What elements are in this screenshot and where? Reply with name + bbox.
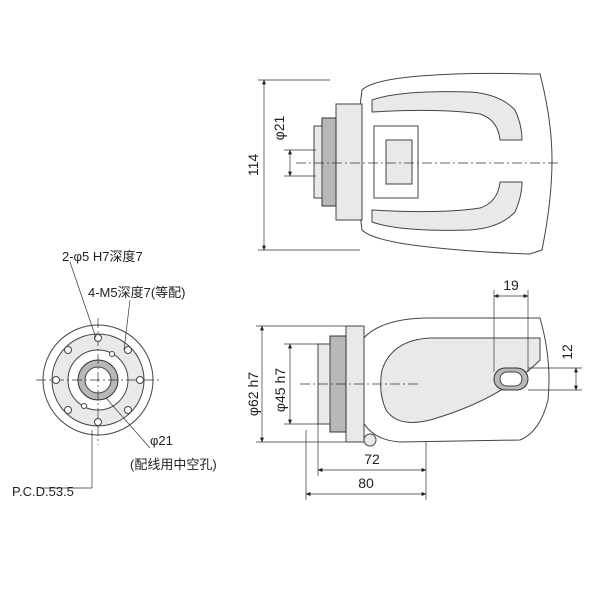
bolt-hole: [81, 403, 87, 409]
bore-label: φ21: [150, 433, 173, 448]
side-view-slot-inner: [499, 371, 523, 387]
leader-bore: [105, 397, 151, 449]
bolt-hole: [109, 351, 115, 357]
bolt-hole: [64, 406, 72, 414]
side-view-bottom-hub: [363, 433, 377, 447]
bolt-hole: [52, 376, 60, 384]
pcd-label: P.C.D.53.5: [12, 484, 74, 499]
leader-tapped-holes: [123, 299, 131, 351]
bolt-hole: [124, 346, 132, 354]
top-view-flange-1: [335, 103, 363, 221]
bore-note: (配线用中空孔): [130, 457, 217, 472]
dim-12-text: 12: [559, 344, 575, 360]
top-view-flange-2: [321, 117, 337, 207]
top-view: 114 φ21: [245, 72, 560, 255]
front-view: 2-φ5 H7深度7 4-M5深度7(等配) φ21 (配线用中空孔) P.C.…: [12, 249, 217, 499]
dim-bore-top-text: φ21: [271, 115, 287, 140]
top-view-flange-3: [313, 125, 323, 199]
bolt-hole: [94, 334, 102, 342]
top-view-fork-upper: [371, 91, 523, 141]
pin-holes-label: 2-φ5 H7深度7: [62, 249, 143, 264]
side-view-arm: [380, 337, 541, 423]
bolt-hole: [124, 406, 132, 414]
bolt-hole: [64, 346, 72, 354]
dim-72-text: 72: [364, 451, 380, 467]
dim-114-text: 114: [245, 154, 261, 177]
dim-flange-text: φ62 h7: [245, 372, 261, 416]
top-view-inner-core: [385, 139, 413, 185]
tapped-holes-label: 4-M5深度7(等配): [88, 285, 186, 300]
bolt-hole: [94, 418, 102, 426]
dim-spigot-text: φ45 h7: [272, 368, 288, 412]
top-view-fork-lower: [371, 181, 523, 231]
leader-pin-holes: [69, 261, 97, 339]
bolt-hole: [136, 376, 144, 384]
dim-19-text: 19: [503, 277, 519, 293]
dim-80-text: 80: [358, 475, 374, 491]
side-view: φ62 h7 φ45 h7 19 12 72 80: [245, 277, 582, 500]
